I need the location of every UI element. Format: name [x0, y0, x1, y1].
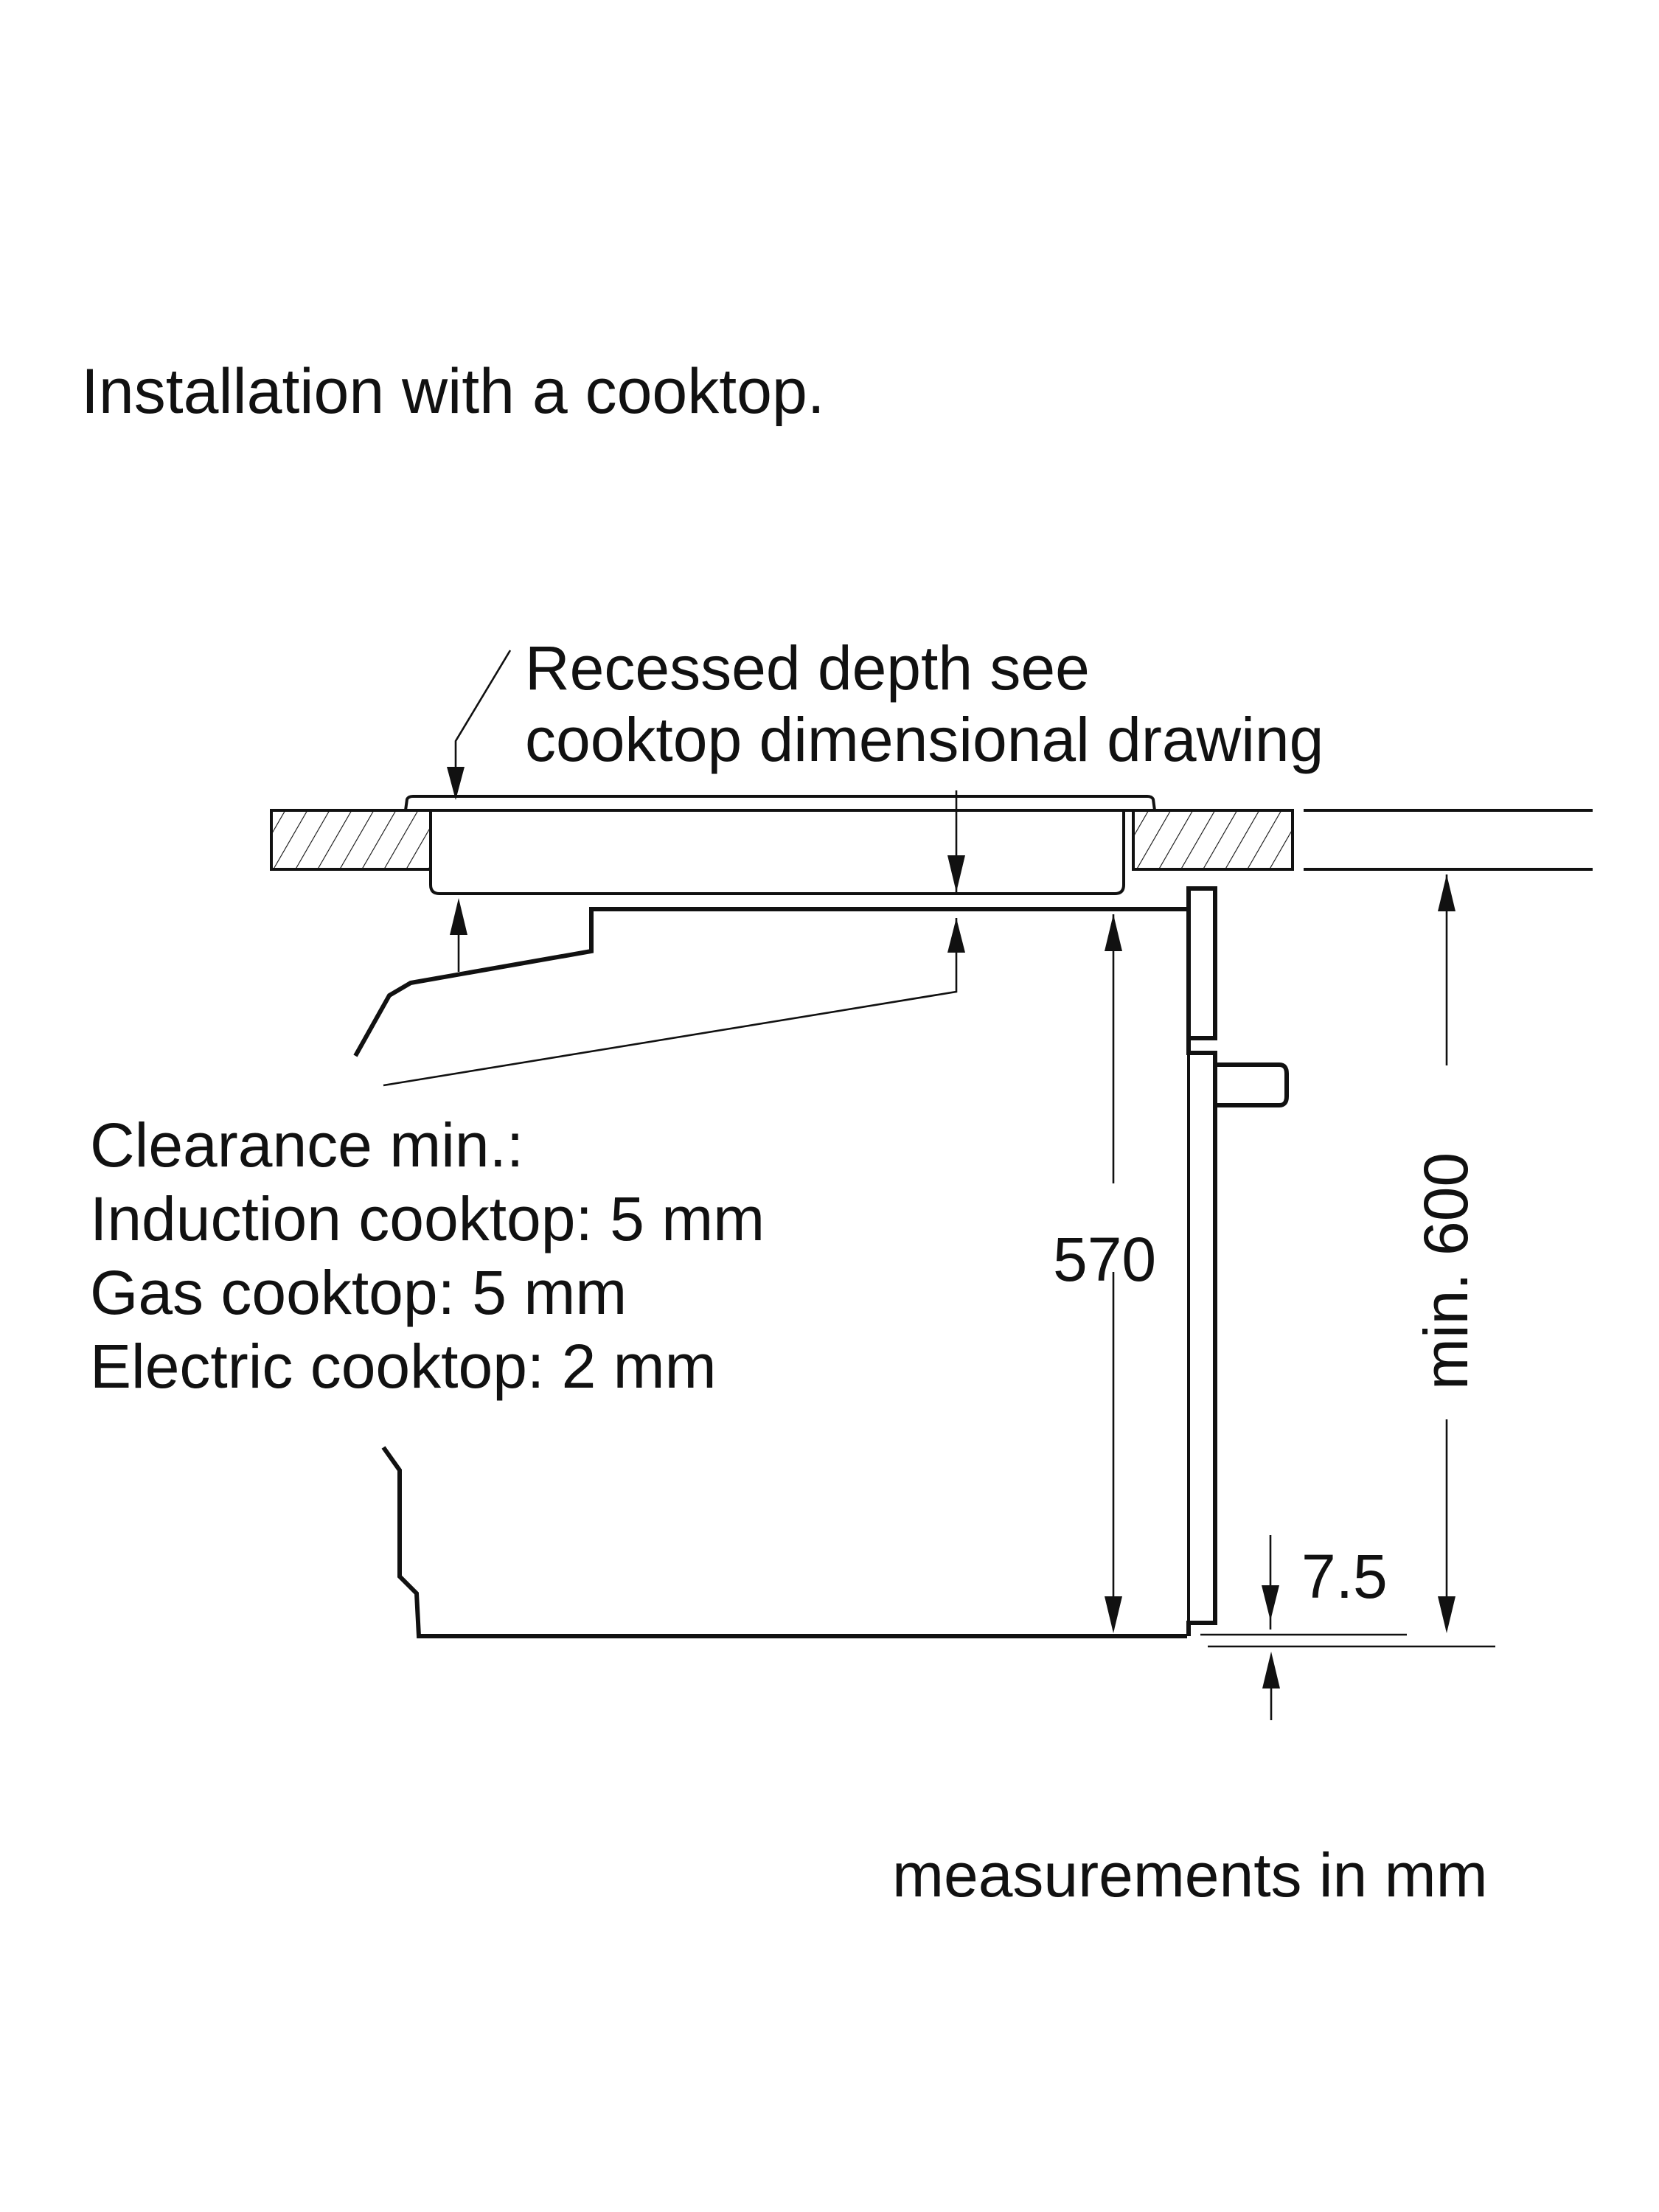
countertop-left-section — [270, 809, 432, 871]
clearance-electric: Electric cooktop: 2 mm — [90, 1332, 717, 1401]
oven-body — [353, 907, 1189, 1638]
units-note: measurements in mm — [892, 1840, 1488, 1910]
cooktop — [404, 795, 1158, 895]
clearance-notes: Clearance min.: Induction cooktop: 5 mm … — [90, 1110, 765, 1401]
clearance-gas: Gas cooktop: 5 mm — [90, 1258, 627, 1327]
oven-front-panel — [1186, 886, 1289, 1636]
oven-height-label: 570 — [1053, 1225, 1156, 1294]
cabinet-opening-dimension: min. 600 — [1411, 874, 1481, 1633]
oven-top-outline — [353, 907, 1189, 1057]
clearance-arrow-center — [383, 918, 965, 1087]
recessed-depth-note-line2: cooktop dimensional drawing — [525, 705, 1324, 774]
cooktop-depth-dimension — [947, 790, 965, 892]
bottom-offset-dimension: 7.5 — [1200, 1535, 1495, 1720]
countertop-right-section — [1132, 809, 1294, 871]
recessed-depth-leader — [447, 650, 512, 800]
diagram-title: Installation with a cooktop. — [81, 356, 825, 427]
recessed-depth-note-line1: Recessed depth see — [525, 633, 1090, 703]
bottom-offset-label: 7.5 — [1301, 1542, 1388, 1611]
oven-bottom-outline — [381, 1446, 1187, 1638]
clearance-heading: Clearance min.: — [90, 1110, 524, 1180]
clearance-arrow-left — [450, 898, 467, 972]
control-knob — [1215, 1062, 1289, 1107]
clearance-induction: Induction cooktop: 5 mm — [90, 1184, 765, 1253]
countertop — [270, 809, 1593, 871]
oven-height-dimension: 570 — [1053, 914, 1156, 1633]
cabinet-opening-label: min. 600 — [1411, 1152, 1481, 1390]
